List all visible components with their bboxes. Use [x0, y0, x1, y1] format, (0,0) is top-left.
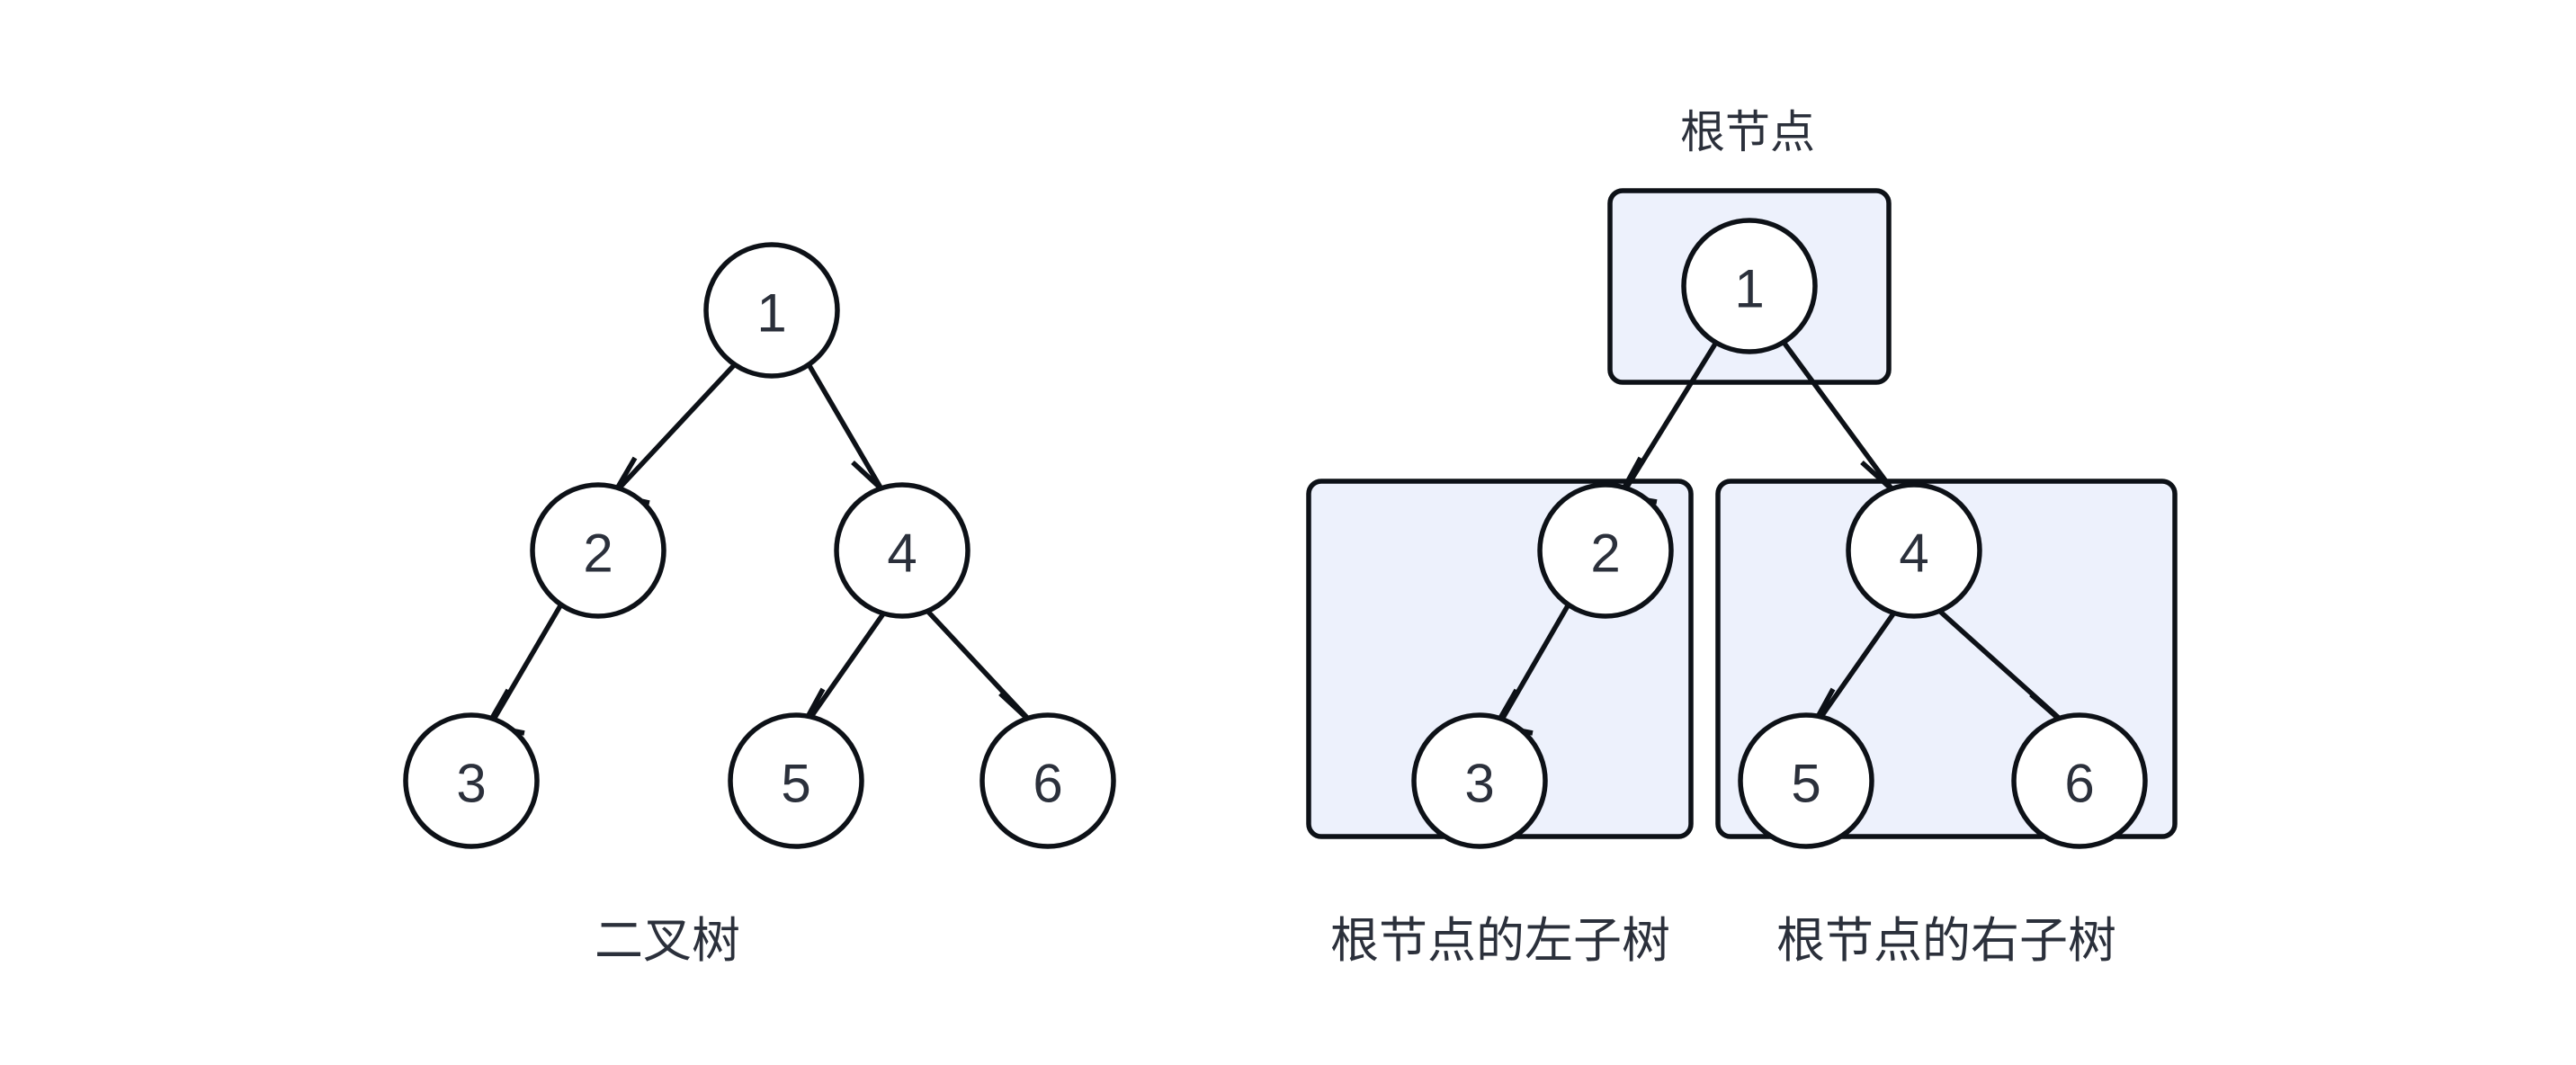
edge-1-to-2 [609, 362, 738, 506]
node-4-label: 4 [887, 524, 917, 584]
right-node-5[interactable]: 5 [1738, 712, 1874, 849]
right-node-2[interactable]: 2 [1537, 482, 1674, 619]
node-1[interactable]: 1 [703, 242, 840, 379]
right-node-1-label: 1 [1734, 259, 1764, 319]
node-3[interactable]: 3 [403, 712, 540, 849]
node-5-label: 5 [781, 754, 810, 814]
binary-tree-caption: 二叉树 [595, 914, 740, 968]
edge-4-to-6 [924, 608, 1042, 738]
right-subtree-caption: 根节点的右子树 [1776, 914, 2116, 968]
root-node-label: 根节点 [1680, 107, 1815, 157]
right-node-6[interactable]: 6 [2011, 712, 2148, 849]
right-node-2-label: 2 [1590, 524, 1620, 584]
node-2[interactable]: 2 [530, 482, 666, 619]
left-subtree-caption: 根节点的左子树 [1330, 914, 1670, 968]
right-panel-group: 1 2 4 3 5 [1306, 107, 2178, 968]
right-node-4-label: 4 [1899, 524, 1928, 584]
edge-1-to-4 [806, 362, 894, 508]
edge-2-to-3 [483, 601, 565, 736]
edge-4-to-5 [799, 611, 887, 736]
right-node-1[interactable]: 1 [1681, 218, 1818, 354]
node-4[interactable]: 4 [834, 482, 970, 619]
node-2-label: 2 [583, 524, 613, 584]
right-node-6-label: 6 [2064, 754, 2094, 814]
right-node-3[interactable]: 3 [1411, 712, 1548, 849]
node-6-label: 6 [1033, 754, 1062, 814]
right-node-5-label: 5 [1791, 754, 1820, 814]
node-1-label: 1 [756, 283, 786, 344]
right-node-3-label: 3 [1464, 754, 1494, 814]
node-5[interactable]: 5 [728, 712, 864, 849]
right-node-4[interactable]: 4 [1846, 482, 1982, 619]
right-panel-nodes: 1 2 4 3 5 [1411, 218, 2148, 849]
node-6[interactable]: 6 [979, 712, 1116, 849]
node-3-label: 3 [456, 754, 486, 814]
left-panel-nodes: 1 2 4 3 5 [403, 242, 1116, 849]
left-panel-group: 1 2 4 3 5 [403, 242, 1116, 968]
